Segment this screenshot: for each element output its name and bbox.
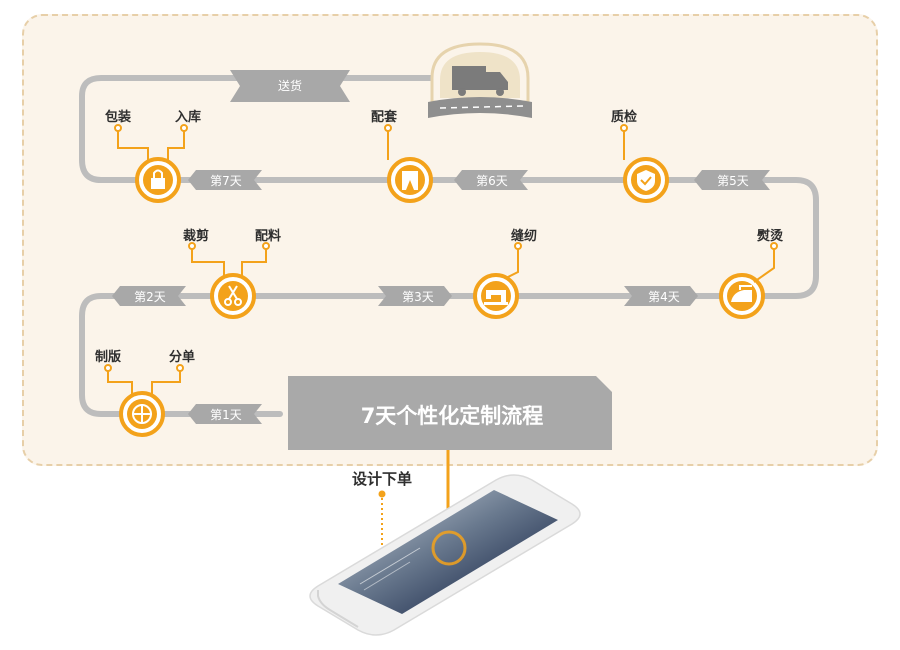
- svg-text:第1天: 第1天: [210, 408, 242, 422]
- step-split-label: 分单: [169, 349, 195, 365]
- truck-icon: [428, 42, 532, 118]
- tag-day7: 第7天: [188, 170, 262, 190]
- step-cut-label: 裁剪: [183, 228, 209, 244]
- process-track: [79, 75, 819, 417]
- step-connectors: [107, 130, 775, 396]
- plate-icon: [119, 391, 165, 437]
- scissors-icon: [210, 273, 256, 319]
- title-banner: 7天个性化定制流程: [288, 376, 612, 450]
- page-title: 7天个性化定制流程: [361, 404, 544, 428]
- sewing-machine-icon: [473, 273, 519, 319]
- step-pack-label: 包装: [105, 109, 131, 125]
- svg-text:第2天: 第2天: [134, 290, 166, 304]
- accessory-icon: [387, 157, 433, 203]
- design-label: 设计下单: [352, 470, 412, 488]
- svg-text:第5天: 第5天: [717, 174, 749, 188]
- step-accessory-label: 配套: [371, 109, 398, 125]
- design-dot: [378, 490, 386, 498]
- step-material-label: 配料: [255, 228, 281, 244]
- step-qc-label: 质检: [611, 109, 637, 125]
- pack-icon: [135, 157, 181, 203]
- svg-text:第7天: 第7天: [210, 174, 242, 188]
- tag-day5: 第5天: [694, 170, 770, 190]
- tag-day1: 第1天: [188, 404, 262, 424]
- step-storage-label: 入库: [175, 109, 201, 125]
- step-plate-label: 制版: [95, 349, 121, 365]
- tag-delivery: 送货: [230, 70, 350, 102]
- step-sew-label: 缝纫: [511, 228, 537, 244]
- step-iron-label: 熨烫: [757, 228, 784, 244]
- svg-text:第6天: 第6天: [476, 174, 508, 188]
- tag-day4: 第4天: [624, 286, 698, 306]
- tag-day3: 第3天: [378, 286, 452, 306]
- tag-day6: 第6天: [454, 170, 528, 190]
- qc-icon: [623, 157, 669, 203]
- phone-mockup: [309, 474, 581, 636]
- iron-icon: [719, 273, 765, 319]
- svg-text:第4天: 第4天: [648, 290, 680, 304]
- connector-dots: [104, 124, 778, 372]
- delivery-label: 送货: [278, 78, 302, 93]
- svg-text:第3天: 第3天: [402, 290, 434, 304]
- phone-screen: [338, 490, 558, 614]
- tag-day2: 第2天: [112, 286, 186, 306]
